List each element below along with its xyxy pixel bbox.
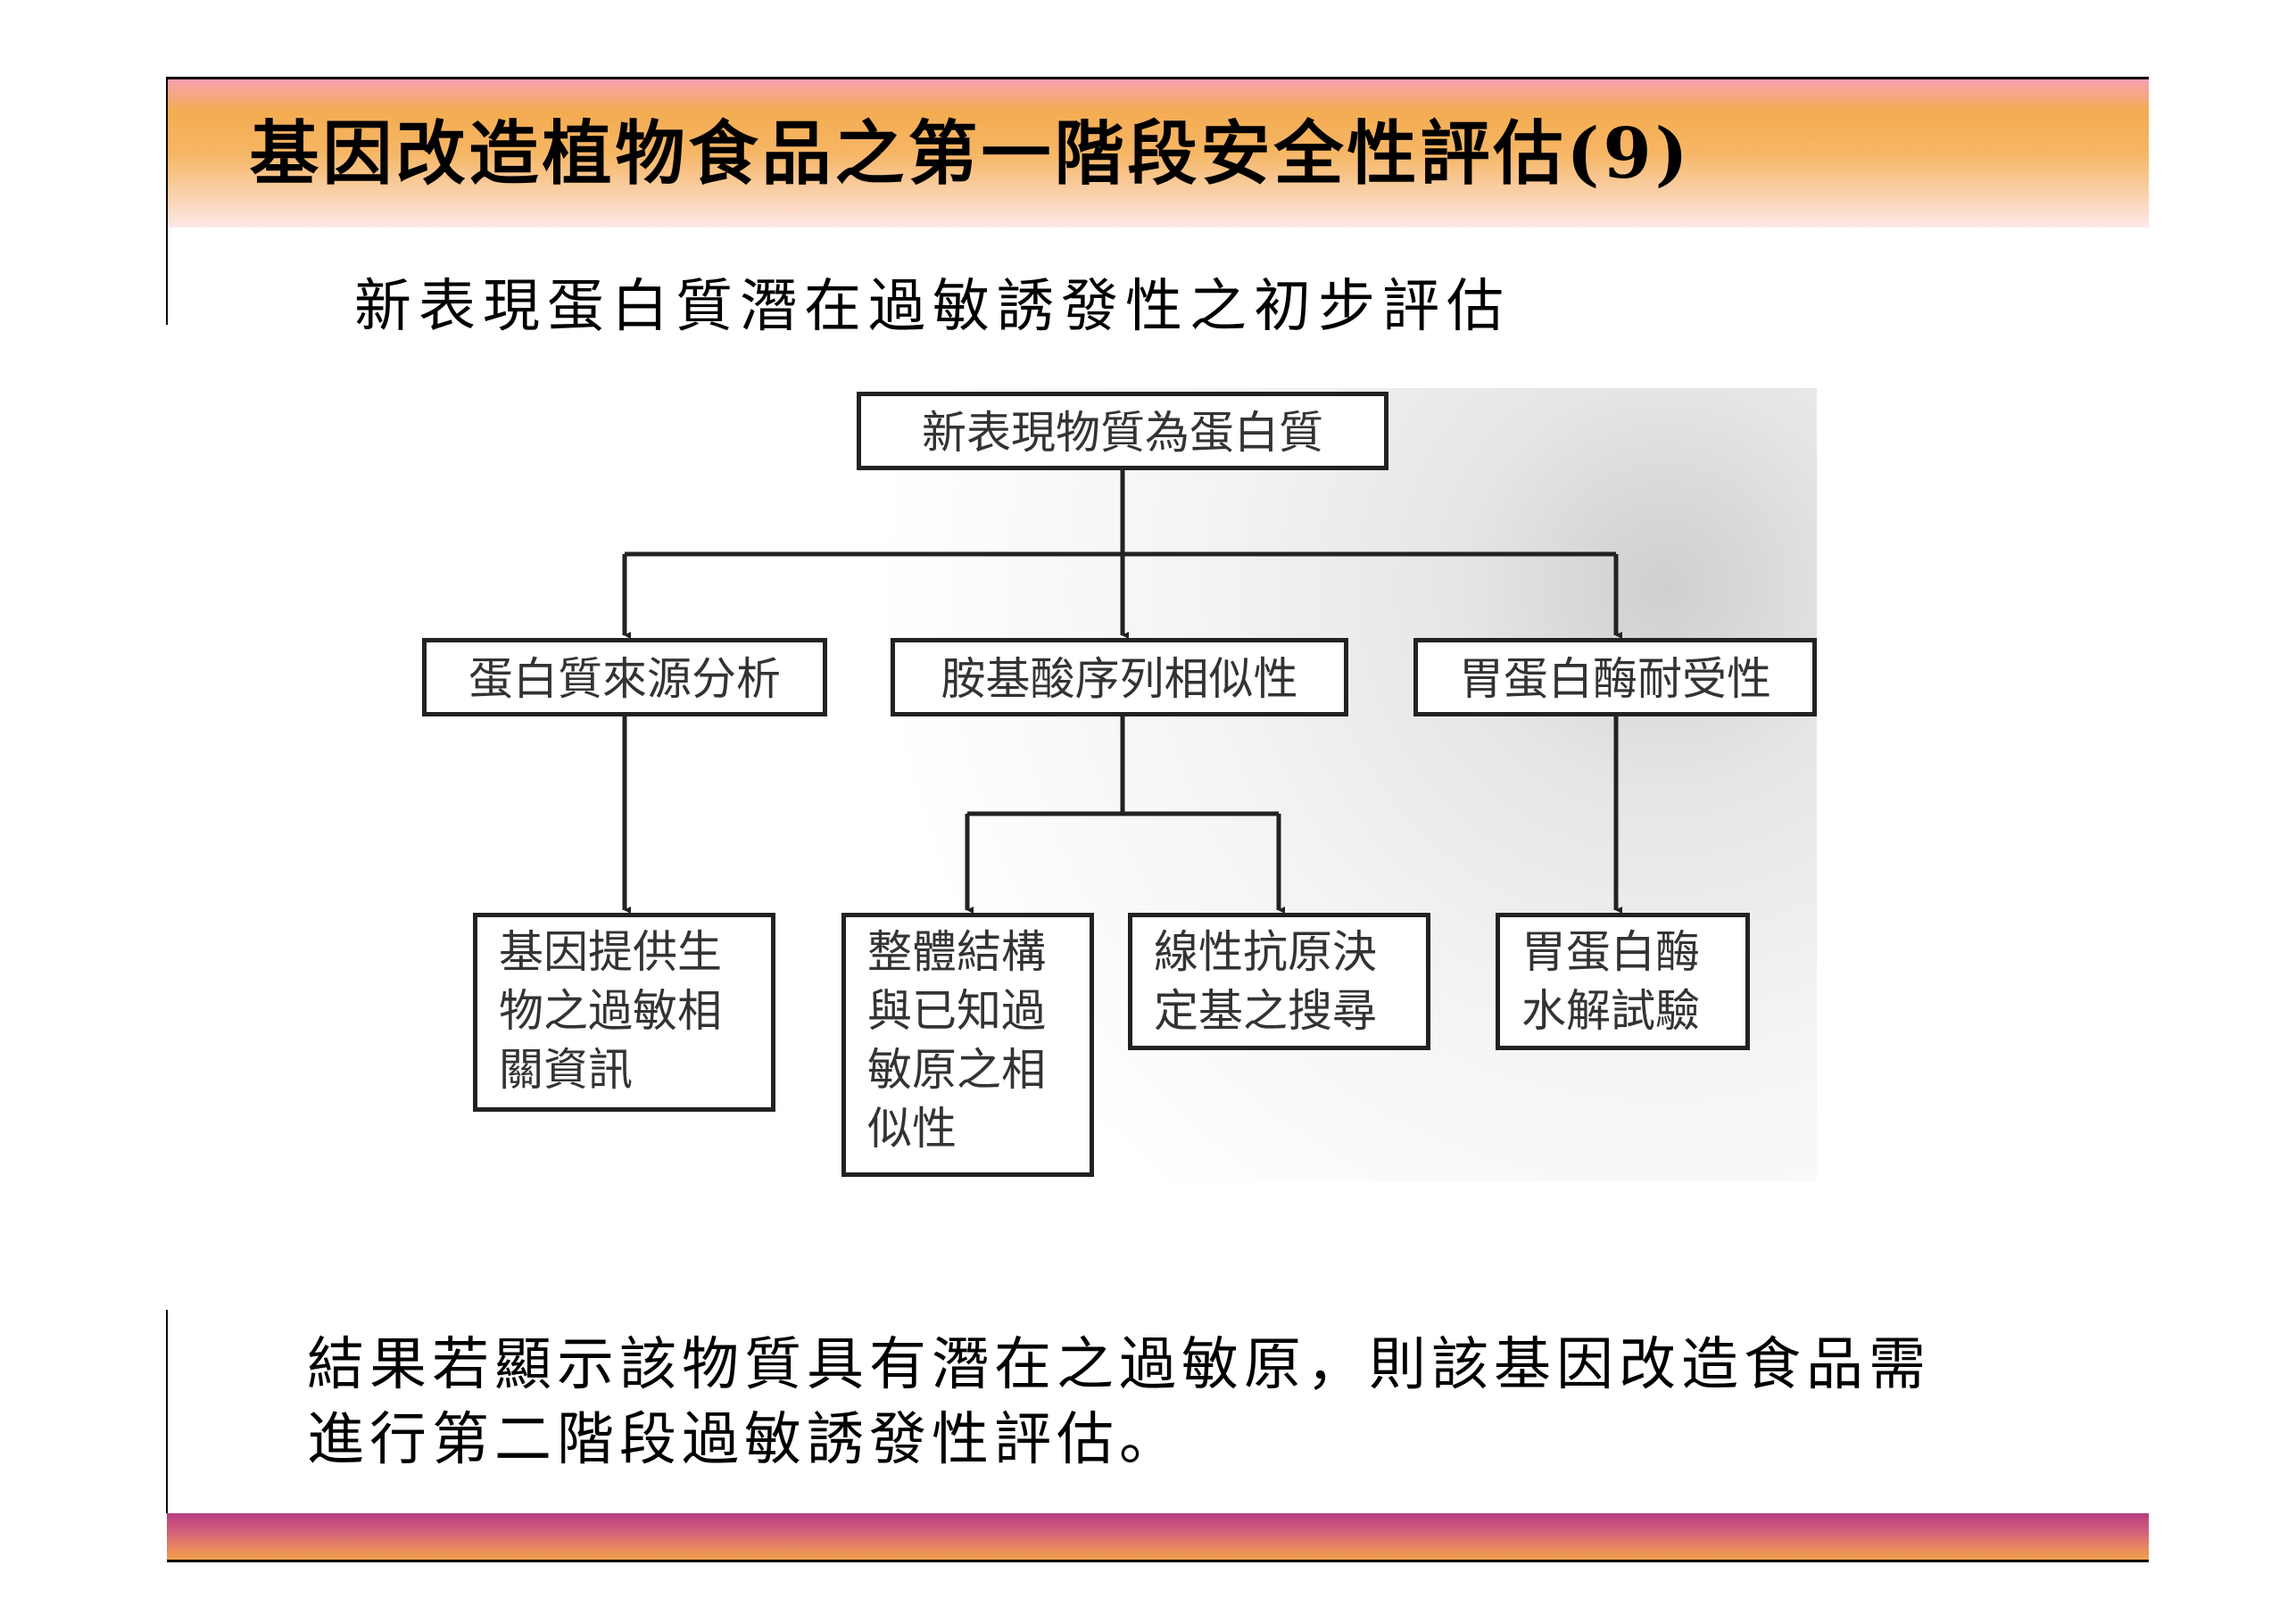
flow-node-root: 新表現物質為蛋白質 — [857, 392, 1388, 470]
node-line: 水解試驗 — [1521, 985, 1700, 1037]
flow-node-sequence-similarity: 胺基酸序列相似性 — [891, 638, 1348, 716]
footer-band — [167, 1513, 2149, 1562]
node-line: 胃蛋白酶 — [1521, 926, 1700, 978]
node-line: 物之過敏相 — [499, 985, 722, 1037]
conclusion-line: 進行第二階段過敏誘發性評估。 — [307, 1407, 1181, 1473]
node-line: 與已知過 — [867, 985, 1046, 1037]
flow-node-protein-source: 蛋白質來源分析 — [422, 638, 827, 716]
node-line: 線性抗原決 — [1154, 926, 1377, 978]
node-line: 定基之搜尋 — [1154, 985, 1377, 1037]
conclusion-line: 結果若顯示該物質具有潛在之過敏原，則該基因改造食品需 — [307, 1332, 1931, 1398]
flow-node-epitope-search: 線性抗原決 定基之搜尋 — [1128, 913, 1430, 1050]
flow-node-pepsin-resistance: 胃蛋白酶耐受性 — [1413, 638, 1817, 716]
flow-node-structure-similarity: 整體結構 與已知過 敏原之相 似性 — [841, 913, 1094, 1177]
node-line: 整體結構 — [867, 926, 1046, 978]
flow-node-pepsin-hydrolysis: 胃蛋白酶 水解試驗 — [1496, 913, 1750, 1050]
divider — [166, 1310, 168, 1513]
node-line: 關資訊 — [499, 1044, 633, 1096]
flow-node-source-allergy-info: 基因提供生 物之過敏相 關資訊 — [473, 913, 775, 1112]
header-band — [167, 77, 2149, 228]
node-line: 似性 — [867, 1103, 957, 1155]
conclusion-text: 結果若顯示該物質具有潛在之過敏原，則該基因改造食品需 進行第二階段過敏誘發性評估… — [307, 1328, 1931, 1478]
node-line: 敏原之相 — [867, 1044, 1046, 1096]
divider — [166, 77, 168, 325]
slide-title: 基因改造植物食品之第一階段安全性評估(9) — [249, 113, 1692, 195]
slide-subtitle: 新表現蛋白質潛在過敏誘發性之初步評估 — [354, 274, 1511, 340]
node-line: 基因提供生 — [499, 926, 722, 978]
